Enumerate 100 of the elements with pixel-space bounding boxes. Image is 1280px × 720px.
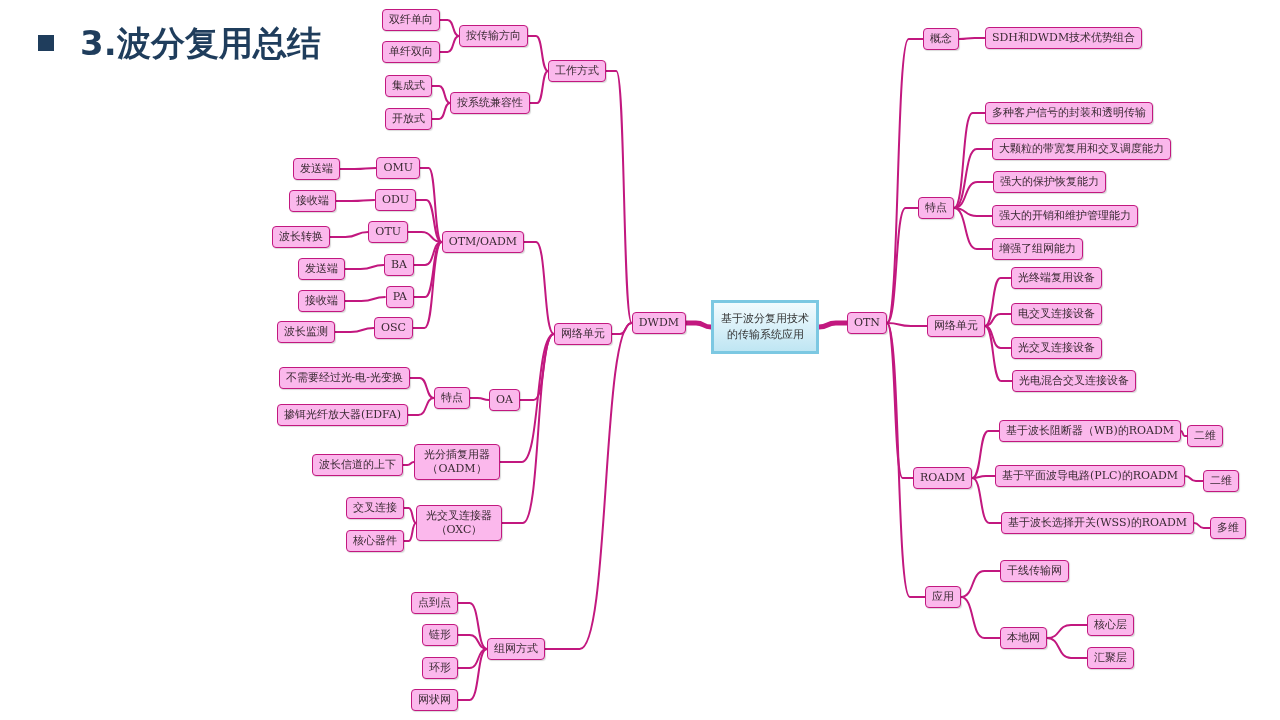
connector-line <box>501 333 555 524</box>
topic-text: 增强了组网能力 <box>999 242 1076 256</box>
topic-box <box>918 197 954 219</box>
topic-text: 汇聚层 <box>1094 651 1127 665</box>
connector-line <box>431 102 451 120</box>
topic-text: 接收端 <box>296 194 329 208</box>
connector-line <box>335 199 376 202</box>
topic-box <box>1087 647 1134 669</box>
topic-box <box>554 323 612 345</box>
topic-text: 本地网 <box>1007 631 1040 645</box>
connector-line <box>439 19 460 37</box>
topic-text: 链形 <box>429 628 451 642</box>
topic-box <box>293 158 340 180</box>
connector-line <box>413 241 443 298</box>
topic-text: 特点 <box>925 201 947 215</box>
topic-text: 网络单元 <box>934 319 978 333</box>
topic-text: PA <box>392 290 407 304</box>
topic-box <box>923 28 959 50</box>
topic-box <box>278 367 410 389</box>
topic-box <box>847 312 887 334</box>
topic-text: 二维 <box>1194 429 1216 443</box>
slide-title: 3.波分复用总结 <box>80 26 321 60</box>
connector-line <box>403 507 417 524</box>
topic-text: 多维 <box>1217 521 1239 535</box>
topic-box <box>999 420 1181 442</box>
topic-box <box>985 102 1153 124</box>
topic-box <box>414 444 500 480</box>
connector-line <box>415 199 443 243</box>
connector-line <box>403 522 417 542</box>
connector-line <box>1193 522 1211 529</box>
topic-text: OTM/OADM <box>448 235 517 249</box>
topic-box <box>346 497 404 519</box>
topic-box <box>985 27 1143 49</box>
topic-box <box>289 190 336 212</box>
connector-line <box>886 207 919 324</box>
topic-box <box>1001 512 1195 534</box>
topic-box <box>382 41 440 63</box>
topic-text: 光交叉连接器（OXC） <box>425 509 493 537</box>
connector-line <box>1046 637 1088 659</box>
topic-text: 工作方式 <box>555 64 599 78</box>
topic-text: 双纤单向 <box>389 13 433 27</box>
topic-text: 按系统兼容性 <box>457 96 523 110</box>
topic-box <box>913 467 973 489</box>
topic-text: 基于波分复用技术的传输系统应用 <box>720 311 810 343</box>
topic-box <box>548 60 606 82</box>
topic-text: 基于平面波导电路(PLC)的ROADM <box>1002 469 1179 483</box>
topic-box <box>992 205 1138 227</box>
topic-text: ODU <box>381 193 409 207</box>
topic-text: 概念 <box>930 32 952 46</box>
topic-text: 光分插复用器（OADM） <box>423 448 491 476</box>
topic-box <box>368 221 408 243</box>
topic-box <box>298 290 345 312</box>
connector-line <box>886 322 926 598</box>
connector-line <box>960 596 1001 639</box>
topic-box <box>374 189 416 211</box>
connector-line <box>457 648 488 669</box>
topic-box <box>1011 303 1102 325</box>
connector-line <box>339 167 378 170</box>
topic-text: 波长信道的上下 <box>319 458 396 472</box>
topic-box <box>298 258 345 280</box>
topic-text: OTU <box>375 225 401 239</box>
connector-line <box>469 397 491 401</box>
central-topic-box <box>711 300 819 354</box>
topic-text: 交叉连接 <box>353 501 397 515</box>
connector-line <box>407 397 435 416</box>
topic-text: 应用 <box>932 590 954 604</box>
topic-box <box>422 624 458 646</box>
topic-box <box>631 312 686 334</box>
topic-text: 大颗粒的带宽复用和交叉调度能力 <box>999 142 1164 156</box>
topic-text: 电交叉连接设备 <box>1018 307 1095 321</box>
topic-box <box>434 387 470 409</box>
topic-text: 干线传输网 <box>1007 564 1062 578</box>
topic-box <box>1011 267 1102 289</box>
topic-box <box>1012 370 1136 392</box>
topic-text: 光电混合交叉连接设备 <box>1019 374 1129 388</box>
topic-box <box>312 454 403 476</box>
connector-line <box>409 377 435 399</box>
topic-text: 光终端复用设备 <box>1018 271 1095 285</box>
topic-box <box>1000 560 1069 582</box>
topic-text: 发送端 <box>305 262 338 276</box>
connector-line <box>439 35 460 53</box>
topic-box <box>1187 425 1223 447</box>
topic-text: 强大的保护恢复能力 <box>1000 175 1099 189</box>
connector-line <box>818 320 847 330</box>
topic-text: 环形 <box>429 661 451 675</box>
topic-box <box>487 638 545 660</box>
topic-box <box>1210 517 1246 539</box>
topic-box <box>1087 614 1134 636</box>
topic-text: 发送端 <box>300 162 333 176</box>
topic-text: 不需要经过光-电-光变换 <box>285 371 403 385</box>
topic-box <box>376 157 420 179</box>
connector-line <box>334 327 375 333</box>
topic-box <box>1203 470 1239 492</box>
topic-box <box>382 9 440 31</box>
topic-box <box>489 389 520 411</box>
topic-box <box>1011 337 1102 359</box>
topic-box <box>385 108 432 130</box>
topic-text: 核心器件 <box>353 534 397 548</box>
topic-text: 组网方式 <box>494 642 538 656</box>
topic-text: OA <box>496 393 513 407</box>
